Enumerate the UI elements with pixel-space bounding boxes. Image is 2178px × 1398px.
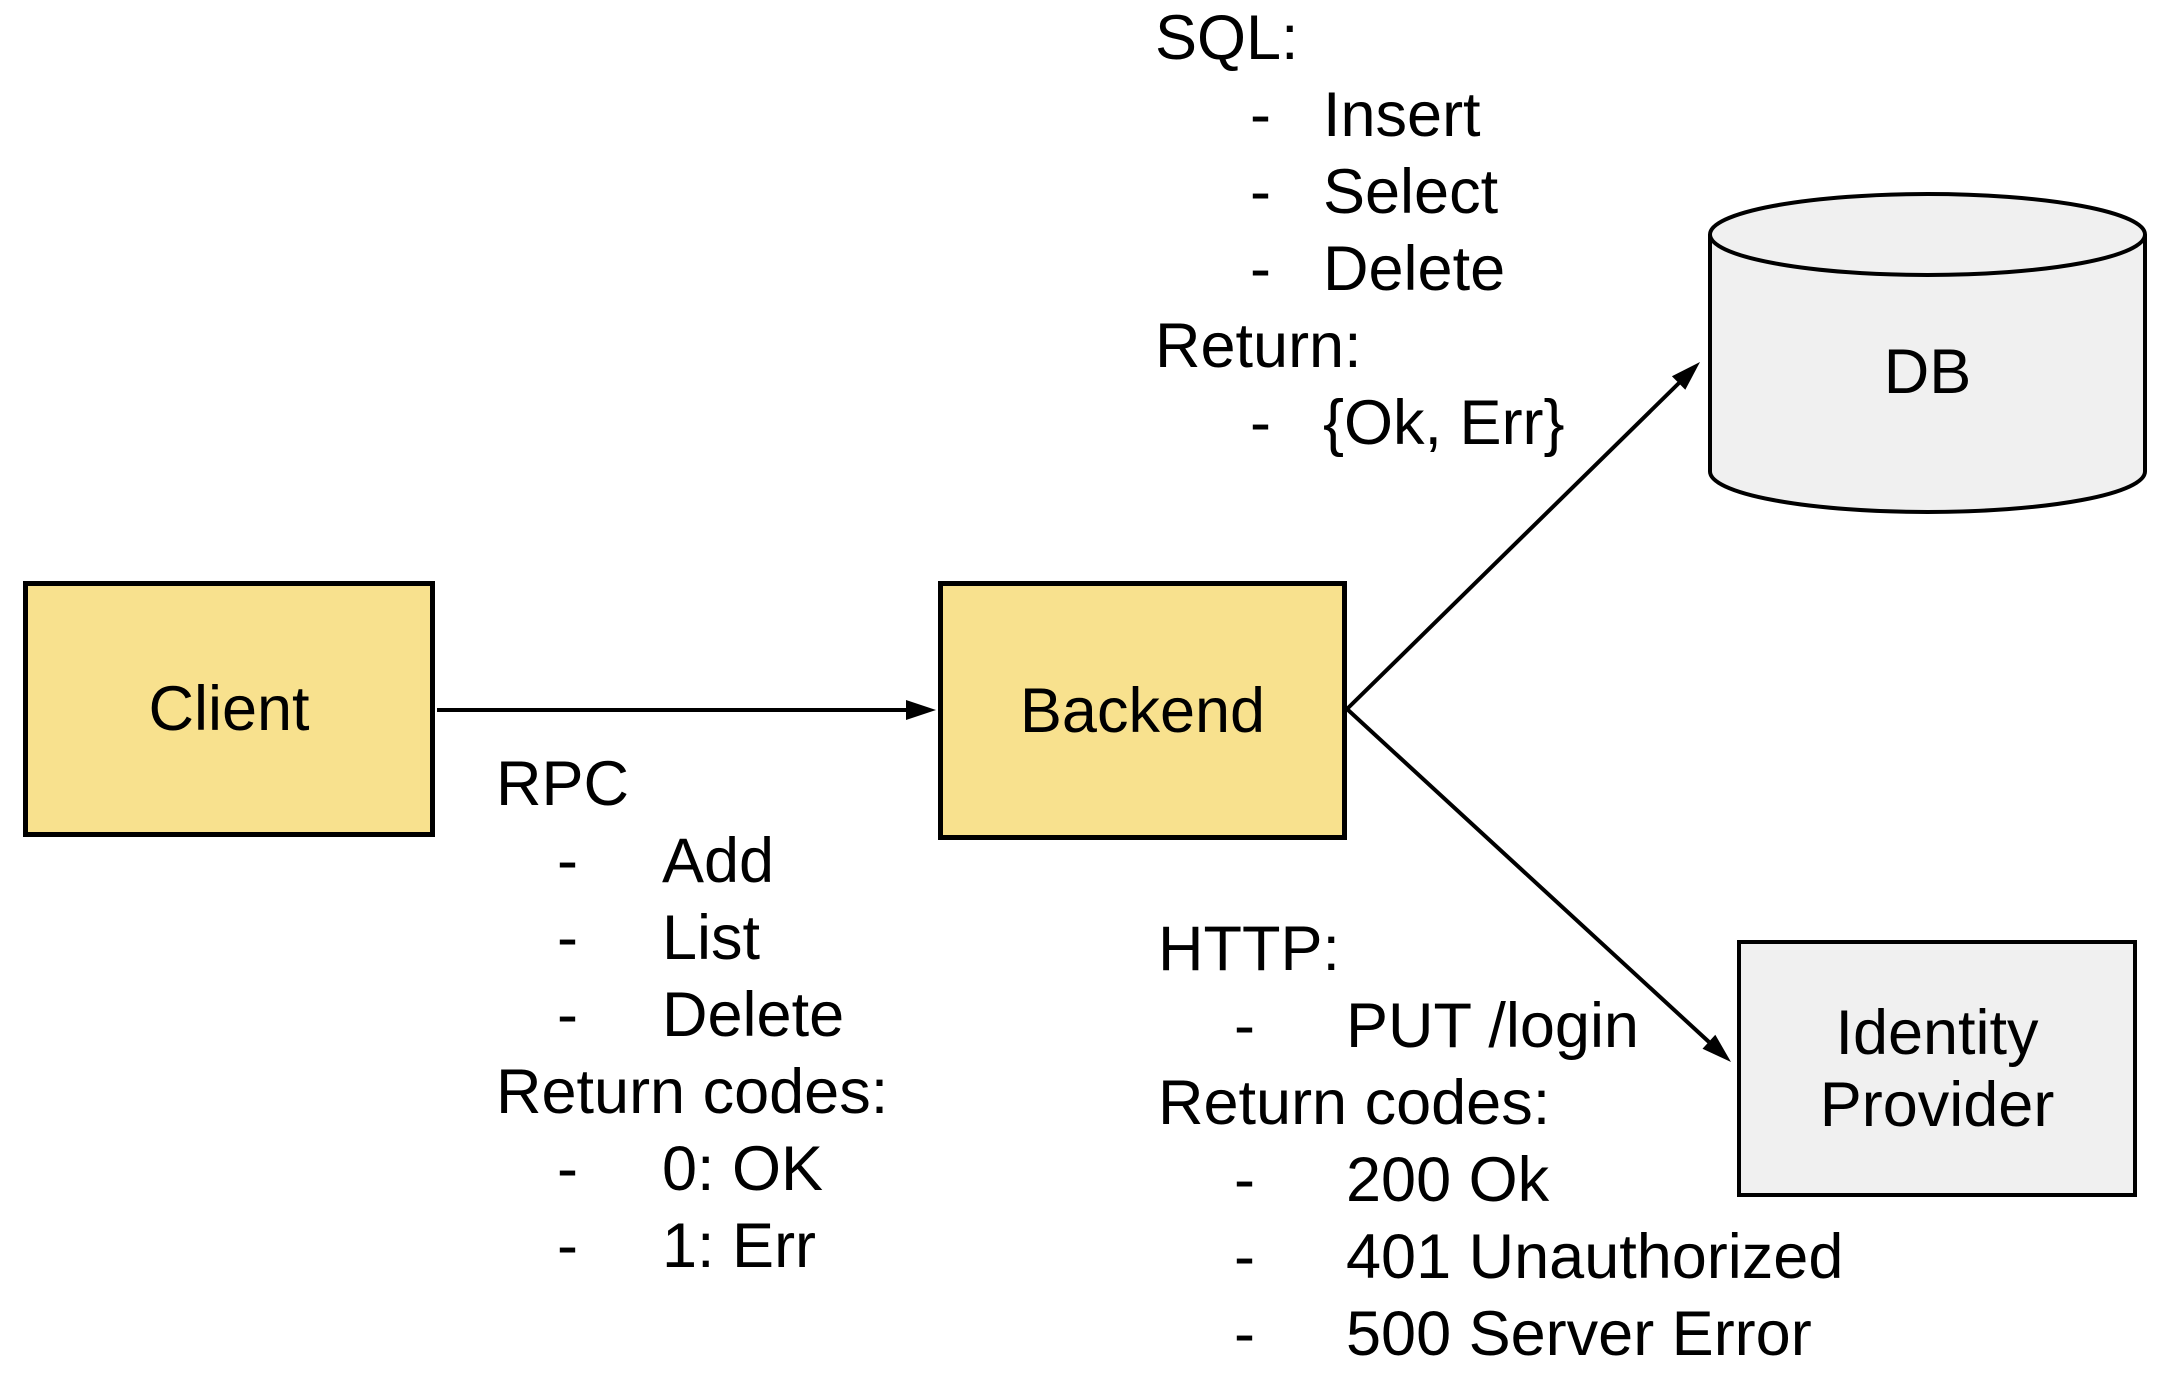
bullet-dash: - (1234, 1299, 1255, 1369)
annotation-text: Insert (1323, 80, 1481, 150)
db-label: DB (1883, 337, 1972, 407)
annotation-item: -Delete (1155, 231, 1565, 308)
arrowhead-backend-idp (1702, 1034, 1731, 1062)
bullet-dash: - (557, 826, 578, 896)
annotation-item: - Add (496, 823, 888, 900)
annotation-item: - Delete (496, 977, 888, 1054)
backend-label: Backend (1019, 675, 1266, 746)
bullet-dash: - (1250, 157, 1271, 227)
annotation-text: Delete (662, 980, 845, 1050)
client-label: Client (148, 674, 310, 744)
client-node: Client (23, 581, 435, 837)
db-cylinder-rim (1708, 234, 2147, 277)
annotation-header: SQL: (1155, 3, 1299, 73)
bullet-dash: - (557, 980, 578, 1050)
arrowhead-backend-db (1671, 362, 1700, 390)
bullet-dash: - (1234, 1222, 1255, 1292)
db-cylinder-shape (1708, 192, 2147, 514)
annotation-text: Select (1323, 157, 1499, 227)
http-annotation: HTTP: -PUT /login Return codes: -200 Ok … (1158, 911, 1843, 1373)
annotation-item: -Select (1155, 154, 1565, 231)
bullet-dash: - (557, 1211, 578, 1281)
annotation-text: 0: OK (662, 1134, 824, 1204)
annotation-item: - 0: OK (496, 1131, 888, 1208)
identity-provider-label-line1: Identity (1835, 997, 2039, 1068)
annotation-header: Return: (1155, 311, 1362, 381)
annotation-text: 401 Unauthorized (1346, 1222, 1844, 1292)
bullet-dash: - (1250, 234, 1271, 304)
identity-provider-label-line2: Provider (1819, 1069, 2055, 1140)
annotation-item: - List (496, 900, 888, 977)
sql-annotation: SQL: -Insert -Select -Delete Return: -{O… (1155, 0, 1565, 462)
annotation-text: Add (662, 826, 775, 896)
annotation-text: List (662, 903, 761, 973)
backend-node: Backend (938, 581, 1347, 840)
annotation-item: -Insert (1155, 77, 1565, 154)
identity-provider-node: Identity Provider (1737, 940, 2137, 1197)
annotation-text: PUT /login (1346, 991, 1639, 1061)
annotation-header: Return codes: (496, 1057, 889, 1127)
bullet-dash: - (557, 1134, 578, 1204)
bullet-dash: - (1234, 1145, 1255, 1215)
rpc-annotation: RPC - Add - List - Delete Return codes: - 0:… (496, 746, 888, 1285)
annotation-item: - 401 Unauthorized (1158, 1219, 1843, 1296)
edge-backend-idp (1345, 707, 1711, 1044)
annotation-text: 1: Err (662, 1211, 817, 1281)
bullet-dash: - (1250, 80, 1271, 150)
annotation-item: - 200 Ok (1158, 1142, 1843, 1219)
annotation-header: HTTP: (1158, 914, 1340, 984)
annotation-header: Return codes: (1158, 1068, 1551, 1138)
arrowhead-client-backend (906, 700, 936, 720)
annotation-item: -{Ok, Err} (1155, 385, 1565, 462)
annotation-text: Delete (1323, 234, 1506, 304)
bullet-dash: - (1234, 991, 1255, 1061)
bullet-dash: - (557, 903, 578, 973)
annotation-text: {Ok, Err} (1323, 388, 1565, 458)
annotation-text: 500 Server Error (1346, 1299, 1812, 1369)
annotation-header: RPC (496, 749, 630, 819)
annotation-item: - PUT /login (1158, 988, 1843, 1065)
bullet-dash: - (1250, 388, 1271, 458)
annotation-text: 200 Ok (1346, 1145, 1550, 1215)
annotation-item: - 1: Err (496, 1208, 888, 1285)
edge-backend-db (1345, 381, 1681, 711)
annotation-item: - 500 Server Error (1158, 1296, 1843, 1373)
